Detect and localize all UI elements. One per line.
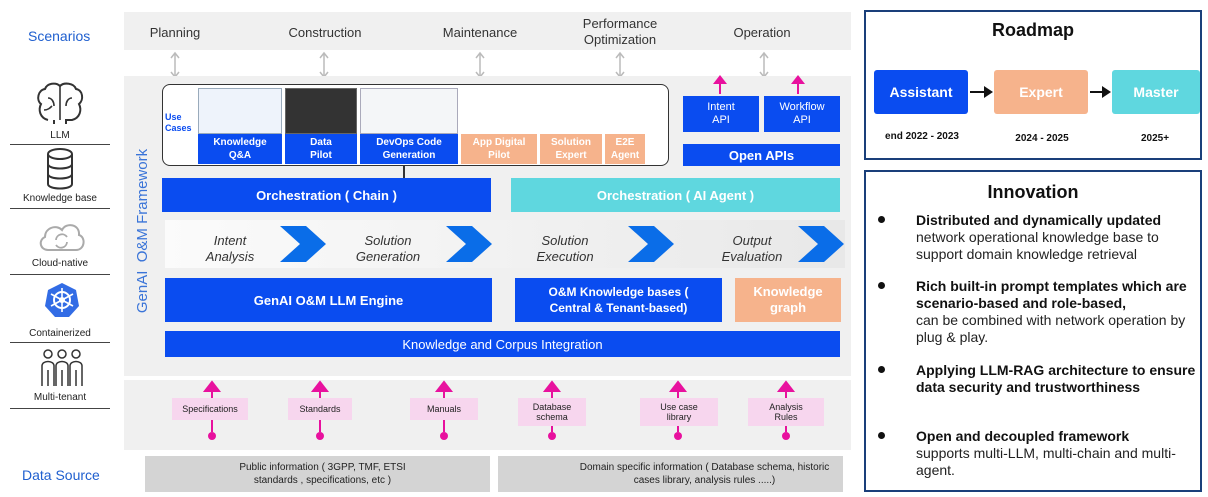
- use-case-solution-expert[interactable]: Solution Expert: [540, 134, 602, 164]
- containerized-label: Containerized: [29, 328, 91, 339]
- chevron-right-icon: [280, 226, 326, 262]
- framework-label: GenAI O&M Framework: [134, 148, 151, 314]
- source-use-case-library: Use case library: [640, 398, 718, 426]
- scenario-maintenance: Maintenance: [442, 24, 518, 40]
- bullet-dot-icon: [878, 282, 885, 289]
- stage-solution-generation: Solution Generation: [355, 233, 421, 264]
- innovation-bullet: Rich built-in prompt templates which are…: [872, 278, 1198, 346]
- innovation-panel: [864, 170, 1202, 492]
- database-icon: [46, 148, 74, 190]
- innovation-bullet-text: network operational knowledge base to su…: [916, 229, 1159, 262]
- innovation-bullet-title: Applying LLM-RAG architecture to ensure …: [916, 362, 1196, 395]
- roadmap-period-expert: 2024 - 2025: [1015, 132, 1069, 144]
- innovation-bullet-title: Distributed and dynamically updated: [916, 212, 1162, 228]
- innovation-bullet: Applying LLM-RAG architecture to ensure …: [872, 362, 1198, 396]
- llm-engine: GenAI O&M LLM Engine: [165, 278, 492, 322]
- open-apis-button[interactable]: Open APIs: [683, 144, 840, 166]
- kubernetes-icon: [44, 282, 80, 318]
- scenario-construction: Construction: [288, 24, 362, 40]
- scenario-operation: Operation: [733, 24, 791, 40]
- source-standards: Standards: [288, 398, 352, 420]
- use-case-e2e-agent[interactable]: E2E Agent: [605, 134, 645, 164]
- bullet-dot-icon: [878, 366, 885, 373]
- roadmap-period-assistant: end 2022 - 2023: [885, 130, 959, 142]
- innovation-bullet-text: supports multi-LLM, multi-chain and mult…: [916, 445, 1176, 478]
- roadmap-step-expert: Expert: [994, 70, 1088, 114]
- data-pilot-screenshot: [285, 88, 357, 134]
- scenario-bar: [124, 12, 851, 50]
- arrow-right-icon: [1090, 86, 1111, 98]
- intent-api-button[interactable]: Intent API: [683, 96, 759, 132]
- multi-tenant-label: Multi-tenant: [33, 392, 87, 403]
- stage-solution-execution: Solution Execution: [536, 233, 594, 264]
- divider: [10, 144, 110, 145]
- bullet-dot-icon: [878, 216, 885, 223]
- knowledge-base-label: Knowledge base: [23, 193, 97, 204]
- api-up-arrows: [713, 75, 805, 94]
- orchestration-chain: Orchestration ( Chain ): [162, 178, 491, 212]
- innovation-bullet: Distributed and dynamically updated netw…: [872, 212, 1198, 263]
- innovation-bullet-title: Open and decoupled framework: [916, 428, 1130, 444]
- cloud-icon: [36, 218, 86, 254]
- innovation-bullet-text: can be combined with network operation b…: [916, 312, 1186, 345]
- source-connectors: [202, 380, 796, 440]
- arrow-right-icon: [970, 86, 993, 98]
- innovation-bullet-title: Rich built-in prompt templates which are…: [916, 278, 1187, 311]
- roadmap-period-master: 2025+: [1140, 132, 1170, 144]
- use-cases-label: Use Cases: [165, 112, 192, 133]
- source-manuals: Manuals: [410, 398, 478, 420]
- devops-screenshot: [360, 88, 458, 134]
- use-case-data-pilot[interactable]: Data Pilot: [285, 134, 357, 164]
- roadmap-step-assistant: Assistant: [874, 70, 968, 114]
- stage-intent-analysis: Intent Analysis: [205, 233, 255, 264]
- roadmap-step-master: Master: [1112, 70, 1200, 114]
- innovation-bullet: Open and decoupled framework supports mu…: [872, 428, 1198, 479]
- public-information: Public information ( 3GPP, TMF, ETSI sta…: [145, 456, 490, 492]
- use-case-knowledge-qa[interactable]: Knowledge Q&A: [198, 134, 282, 164]
- chevron-right-icon: [446, 226, 492, 262]
- knowledge-qa-screenshot: [198, 88, 282, 134]
- scenario-performance-optimization: Performance Optimization: [582, 16, 658, 47]
- bullet-dot-icon: [878, 432, 885, 439]
- use-case-app-digital-pilot[interactable]: App Digital Pilot: [461, 134, 537, 164]
- llm-label: LLM: [50, 130, 70, 141]
- corpus-integration: Knowledge and Corpus Integration: [165, 331, 840, 357]
- stage-band: [165, 220, 845, 268]
- connector-line: [403, 166, 405, 178]
- divider: [10, 274, 110, 275]
- roadmap-title: Roadmap: [991, 19, 1074, 40]
- source-analysis-rules: Analysis Rules: [748, 398, 824, 426]
- divider: [10, 408, 110, 409]
- domain-information: Domain specific information ( Database s…: [498, 456, 843, 492]
- knowledge-graph: Knowledge graph: [735, 278, 841, 322]
- use-case-devops-code-generation[interactable]: DevOps Code Generation: [360, 134, 458, 164]
- scenario-planning: Planning: [149, 24, 201, 40]
- brain-icon: [34, 80, 86, 126]
- divider: [10, 208, 110, 209]
- source-database-schema: Database schema: [518, 398, 586, 426]
- workflow-api-button[interactable]: Workflow API: [764, 96, 840, 132]
- roadmap-panel: [864, 10, 1202, 160]
- chevron-right-icon: [798, 226, 844, 262]
- knowledge-bases: O&M Knowledge bases ( Central & Tenant-b…: [515, 278, 722, 322]
- data-source-label: Data Source: [22, 467, 100, 483]
- orchestration-ai-agent: Orchestration ( AI Agent ): [511, 178, 840, 212]
- innovation-title: Innovation: [987, 181, 1079, 202]
- users-icon: [40, 348, 84, 388]
- divider: [10, 342, 110, 343]
- scenarios-label: Scenarios: [28, 28, 91, 44]
- source-specifications: Specifications: [172, 398, 248, 420]
- stage-output-evaluation: Output Evaluation: [721, 233, 783, 264]
- chevron-right-icon: [628, 226, 674, 262]
- left-sidebar: Scenarios LLM Knowledge base Cloud-nativ…: [0, 0, 120, 497]
- cloud-native-label: Cloud-native: [31, 258, 89, 269]
